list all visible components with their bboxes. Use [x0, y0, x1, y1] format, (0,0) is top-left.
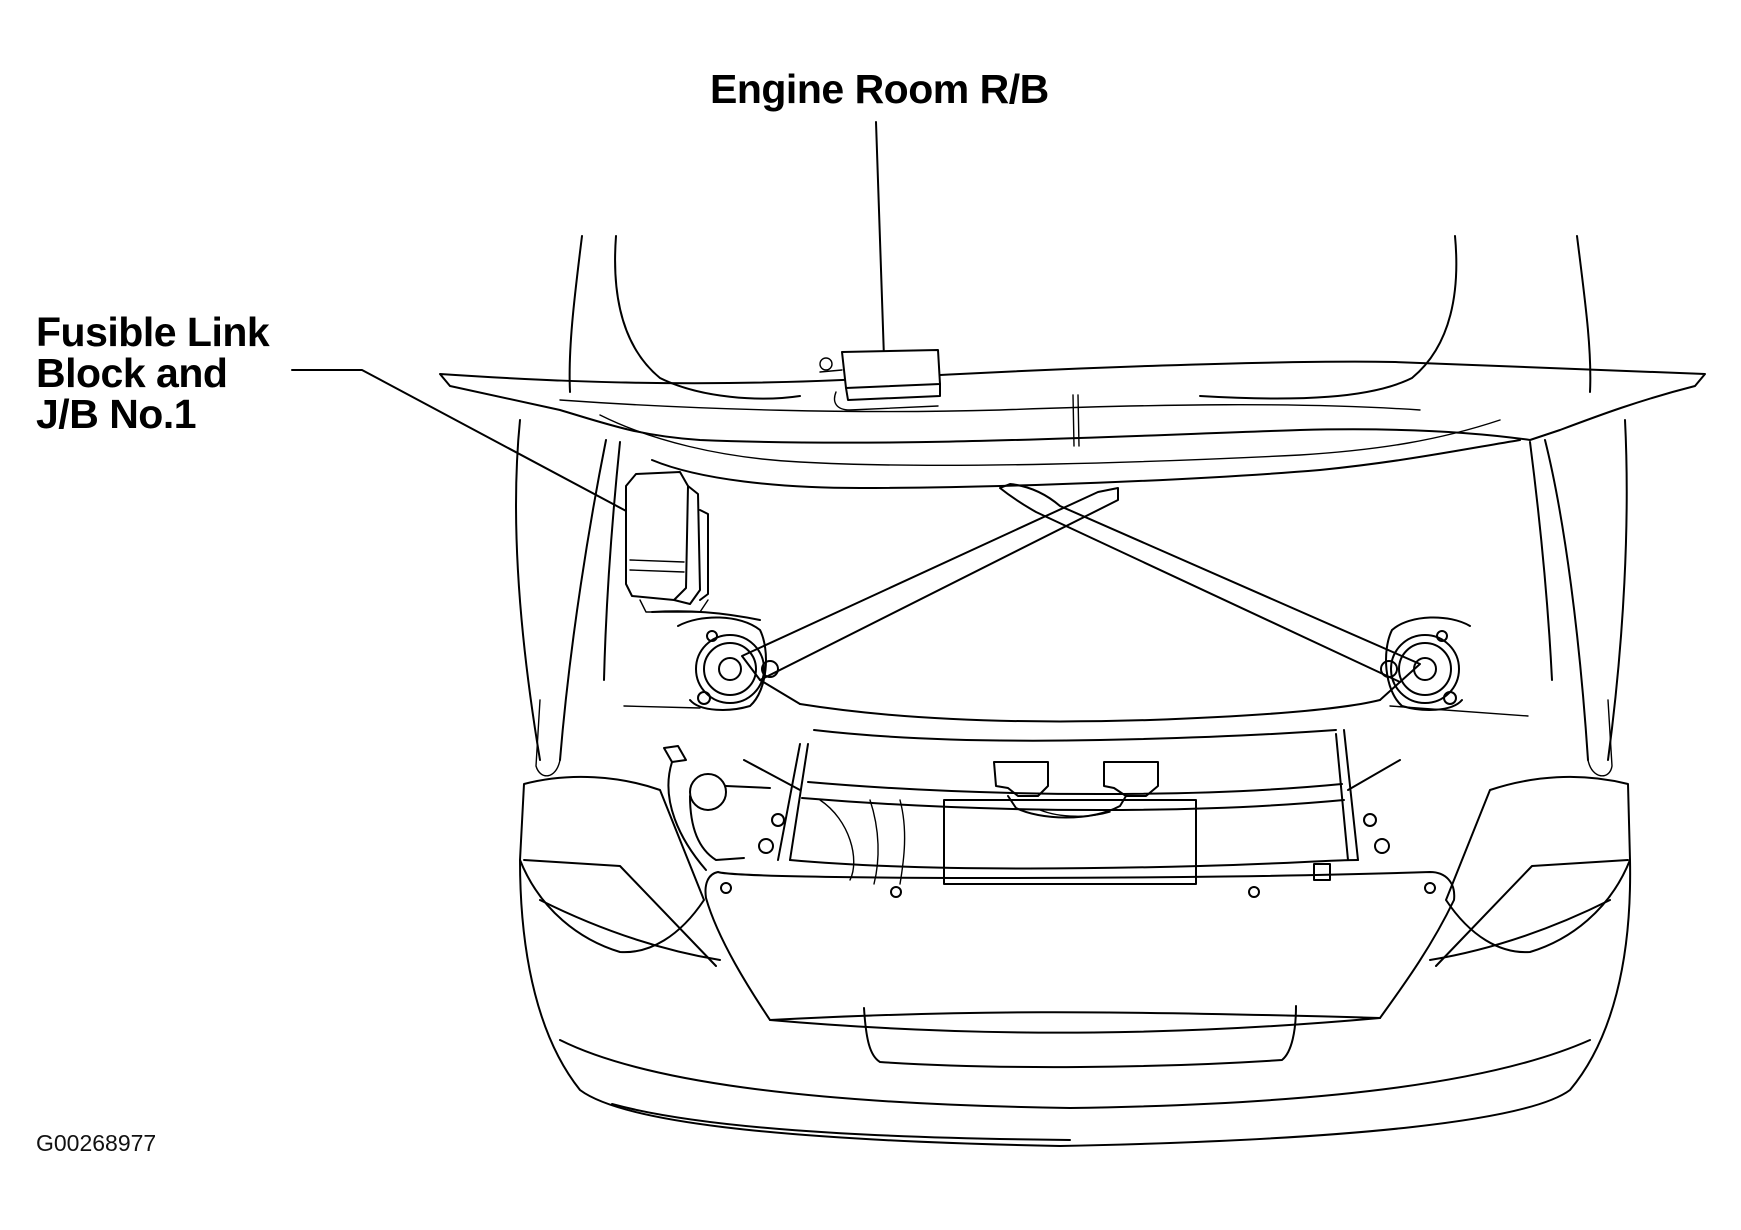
- left-strut-mount: [677, 616, 767, 711]
- right-headlight: [1429, 775, 1631, 967]
- fusible-link-label: Fusible Link Block and J/B No.1: [36, 309, 270, 437]
- left-reservoir: [663, 745, 771, 871]
- fusible-link-label-line-1: Fusible Link: [36, 309, 270, 355]
- cowl-panel: [439, 360, 1706, 489]
- hood-latch: [993, 761, 1159, 819]
- fusible-link-label-line-2: Block and: [36, 350, 228, 396]
- fusible-link-label-line-3: J/B No.1: [36, 391, 197, 437]
- radiator-area: [819, 799, 1331, 885]
- engine-room-relay-block: [819, 349, 941, 411]
- fender-apron: [515, 419, 1628, 777]
- figure-id: G00268977: [36, 1130, 157, 1156]
- engine-room-rb-label: Engine Room R/B: [710, 66, 1049, 112]
- right-strut-mount: [1385, 616, 1471, 711]
- hood-outline: [568, 235, 1592, 400]
- radiator-support: [743, 729, 1401, 870]
- strut-tower-brace: [741, 483, 1421, 683]
- front-bumper: [704, 871, 1456, 1069]
- lower-fascia: [519, 859, 1632, 1147]
- engine-room-leader-line: [875, 121, 885, 359]
- engine-bay-floor: [623, 610, 1529, 723]
- left-headlight: [519, 775, 721, 967]
- fusible-link-leader-line: [291, 369, 659, 529]
- fusible-link-block: [625, 471, 709, 613]
